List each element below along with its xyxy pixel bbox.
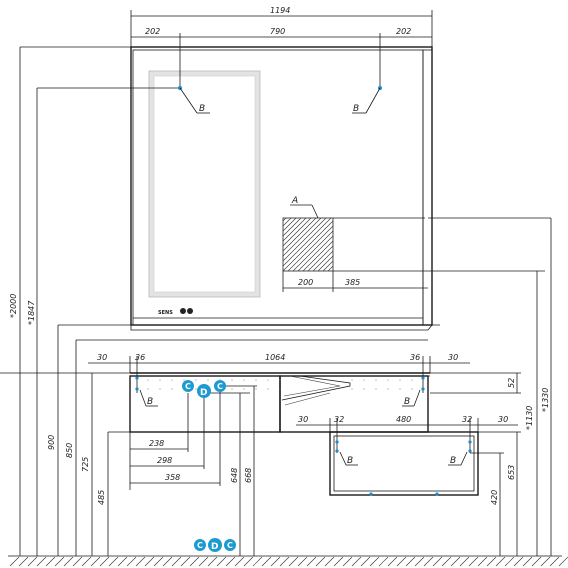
- dim-top-left: 202: [145, 27, 160, 36]
- mount-point-b-6: [421, 387, 425, 391]
- floor: [8, 555, 568, 567]
- dim-d648: 648: [230, 468, 239, 483]
- mount-point-b-5: [421, 376, 425, 380]
- dim-height-2000: *2000: [9, 294, 18, 318]
- mount-point-b-4: [135, 387, 139, 391]
- dim-d420: 420: [490, 490, 499, 505]
- dim-panel-385: 385: [345, 278, 360, 287]
- dim-drawer-32-left: 32: [334, 415, 344, 424]
- drawer: [329, 431, 479, 496]
- connection-dimensions: 238 298 358 648 668: [129, 385, 257, 556]
- label-b-4: B: [404, 397, 410, 407]
- label-b-6: B: [450, 456, 456, 466]
- label-b-3: B: [147, 397, 153, 407]
- dim-cab-right-30: 30: [448, 353, 458, 362]
- dim-cab-left-30: 30: [97, 353, 107, 362]
- sensor-button: [180, 308, 186, 314]
- dim-cab-right-36: 36: [410, 353, 420, 362]
- cabinet-width-dimensions: 30 36 1064 36 30: [88, 353, 470, 393]
- dim-d668: 668: [244, 468, 253, 483]
- drawer-width-dimensions: 30 32 480 32 30: [296, 415, 518, 453]
- dim-drawer-30-left: 30: [298, 415, 308, 424]
- dim-overall-width: 1194: [270, 6, 290, 15]
- panel-a-dimensions: 200 385 A: [282, 196, 545, 292]
- dim-height-725: 725: [81, 457, 90, 472]
- dim-d653: 653: [507, 465, 516, 480]
- mount-point-b-3: [135, 376, 139, 380]
- dim-panel-200: 200: [298, 278, 313, 287]
- label-c-1: C: [185, 382, 191, 391]
- mounting-points: B B B B B B: [135, 86, 472, 496]
- dim-height-485: 485: [97, 490, 106, 505]
- dim-height-1847: *1847: [27, 300, 36, 325]
- label-c-2: C: [217, 382, 223, 391]
- dim-top-mid: 790: [270, 27, 285, 36]
- connection-points-upper: C D C: [182, 380, 226, 398]
- label-b-2: B: [353, 104, 359, 114]
- dim-drawer-480: 480: [396, 415, 411, 424]
- dim-d238: 238: [149, 439, 164, 448]
- sensor-button: [187, 308, 193, 314]
- dim-right-52: 52: [507, 378, 516, 388]
- label-b-1: B: [199, 104, 205, 114]
- label-a: A: [291, 196, 298, 206]
- label-d-1: D: [200, 388, 207, 398]
- dim-right-1130: *1130: [525, 406, 534, 430]
- dim-d358: 358: [165, 473, 180, 482]
- mount-point-b-8: [335, 449, 339, 453]
- mount-point-b-9: [468, 440, 472, 444]
- dim-right-1330: *1330: [541, 388, 550, 412]
- mount-point-b-7: [335, 440, 339, 444]
- dim-d298: 298: [157, 456, 172, 465]
- dim-drawer-32-right: 32: [462, 415, 472, 424]
- left-dimensions: *2000 *1847 900 850 725 485: [0, 46, 180, 556]
- label-d-2: D: [211, 542, 218, 552]
- dim-drawer-30-right: 30: [498, 415, 508, 424]
- label-c-3: C: [197, 541, 203, 550]
- sink-cabinet: [123, 324, 440, 433]
- mirror-cabinet: SENS: [130, 46, 433, 326]
- dim-cab-width: 1064: [265, 353, 285, 362]
- mount-point-b-10: [468, 449, 472, 453]
- dim-cab-left-36: 36: [135, 353, 145, 362]
- dim-height-900: 900: [47, 435, 56, 450]
- connection-points-floor: C D C: [194, 538, 236, 552]
- right-dimensions: 52 *1130 *1330 653 420: [428, 217, 552, 556]
- label-b-5: B: [347, 456, 353, 466]
- dim-height-850: 850: [65, 443, 74, 458]
- dim-top-right: 202: [396, 27, 411, 36]
- label-c-4: C: [227, 541, 233, 550]
- top-dimensions: 1194 202 790 202: [130, 6, 433, 88]
- sensor-label: SENS: [158, 310, 173, 316]
